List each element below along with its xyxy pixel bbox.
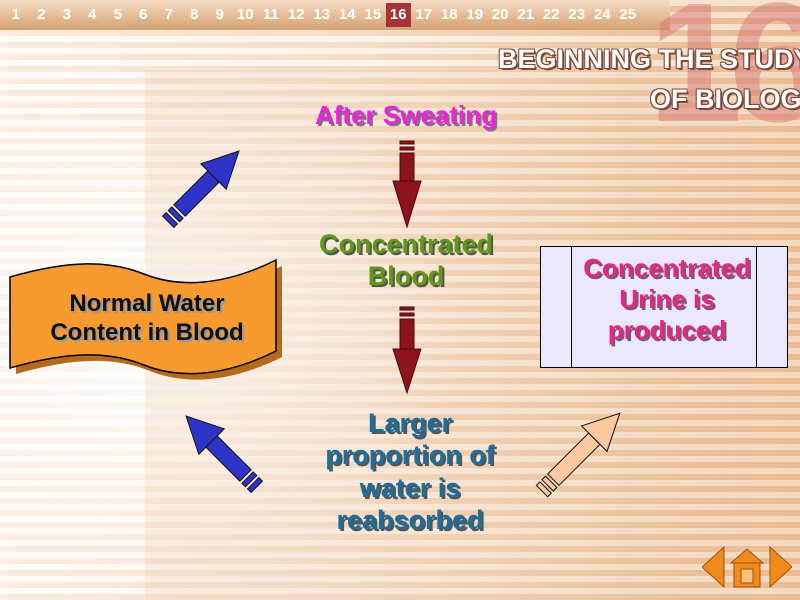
- after-sweating-label: After Sweating: [314, 100, 498, 130]
- slide-nav-item-5[interactable]: 5: [113, 6, 122, 23]
- slide-nav-item-12[interactable]: 12: [287, 6, 305, 23]
- slide-nav-item-6[interactable]: 6: [139, 6, 148, 23]
- chapter-title-line2: OF BIOLOGY: [650, 84, 800, 114]
- arrow-to-urine: [535, 412, 621, 498]
- slide-nav-item-7[interactable]: 7: [164, 6, 173, 23]
- slide-nav-item-1[interactable]: 1: [11, 6, 20, 23]
- arrow-to-after-sweating: [161, 150, 240, 229]
- slide-nav-item-8[interactable]: 8: [190, 6, 199, 23]
- chapter-title-line1: BEGINNING THE STUDY: [498, 44, 800, 74]
- slide-nav-item-23[interactable]: 23: [568, 6, 586, 23]
- arrow-right-icon[interactable]: [769, 545, 792, 589]
- slide-nav-item-3[interactable]: 3: [62, 6, 71, 23]
- urine-box: [540, 246, 788, 368]
- slide-nav-item-25[interactable]: 25: [619, 6, 637, 23]
- down-arrow-1: [392, 140, 422, 229]
- water-reabsorbed-label: Larger proportion of water is reabsorbed: [325, 408, 495, 536]
- normal-water-content-label: Normal Water Content in Blood: [50, 290, 244, 346]
- slide-nav-item-4[interactable]: 4: [88, 6, 97, 23]
- slide-nav-item-14[interactable]: 14: [338, 6, 356, 23]
- chapter-number: 16: [648, 0, 800, 158]
- arrow-left-icon[interactable]: [702, 545, 725, 589]
- slide-nav-controls: [702, 545, 792, 589]
- slide-nav-item-9[interactable]: 9: [215, 6, 224, 23]
- slide-nav-item-16[interactable]: 16: [385, 3, 411, 27]
- slide-nav-item-18[interactable]: 18: [440, 6, 458, 23]
- slide-nav-item-19[interactable]: 19: [466, 6, 484, 23]
- slide-nav-item-24[interactable]: 24: [593, 6, 611, 23]
- urine-box-divider-right: [756, 247, 757, 367]
- concentrated-blood-label: Concentrated Blood: [318, 229, 494, 292]
- slide-nav-item-17[interactable]: 17: [415, 6, 433, 23]
- normal-water-banner-face: [9, 258, 277, 375]
- home-icon[interactable]: [729, 548, 765, 588]
- slide-nav-item-10[interactable]: 10: [236, 6, 254, 23]
- slide-nav-item-13[interactable]: 13: [313, 6, 331, 23]
- down-arrow-2: [392, 306, 422, 395]
- slide-nav-item-21[interactable]: 21: [517, 6, 535, 23]
- slide-nav-item-2[interactable]: 2: [37, 6, 46, 23]
- arrow-to-normal-water: [185, 415, 264, 494]
- slide-nav-item-15[interactable]: 15: [364, 6, 382, 23]
- urine-box-divider-left: [571, 247, 572, 367]
- slide-nav-item-22[interactable]: 22: [542, 6, 560, 23]
- slide-nav-item-20[interactable]: 20: [491, 6, 509, 23]
- slide-nav-item-11[interactable]: 11: [262, 6, 279, 23]
- concentrated-urine-label: Concentrated Urine is produced: [583, 253, 751, 346]
